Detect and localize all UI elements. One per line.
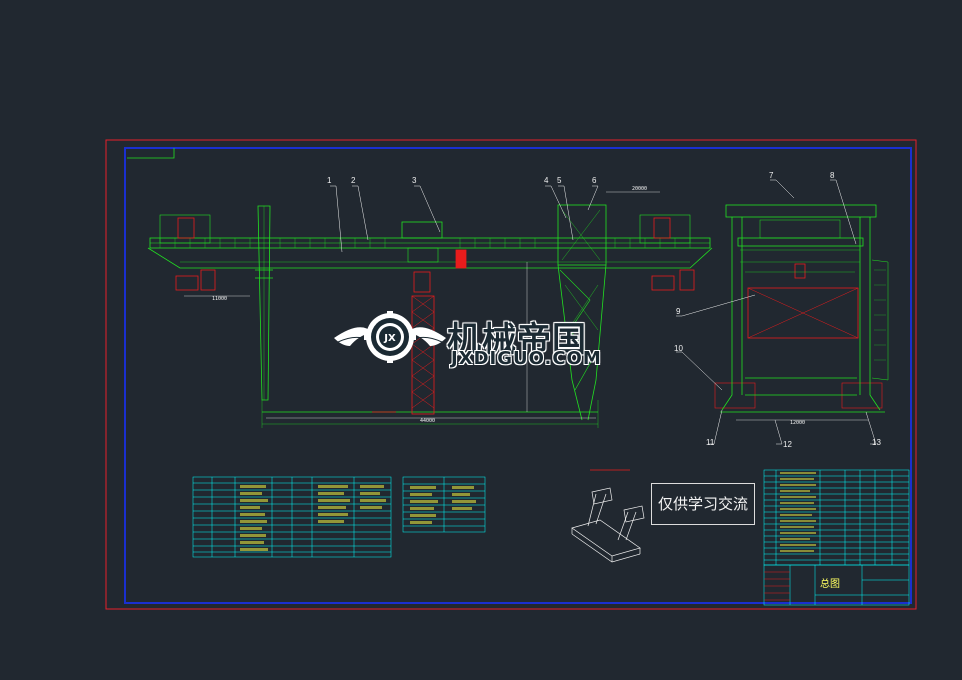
- watermark-logo-text: JX: [383, 333, 396, 344]
- study-only-note: 仅供学习交流: [651, 483, 755, 525]
- title-block-fill: [780, 472, 816, 552]
- callout-11: 11: [706, 438, 715, 447]
- outer-frame: [105, 139, 917, 610]
- dimension-side: 12000: [790, 420, 806, 426]
- callout-13: 13: [872, 438, 881, 447]
- small-table: [402, 476, 486, 533]
- callout-7: 7: [769, 171, 774, 180]
- callout-10: 10: [674, 344, 683, 353]
- side-elevation-view: [720, 204, 889, 421]
- watermark-url: JXDIGUO.COM: [451, 348, 602, 369]
- parameter-table-fill: [240, 485, 386, 551]
- callout-4: 4: [544, 176, 549, 185]
- callout-leaders: [330, 179, 877, 445]
- callout-12: 12: [783, 440, 792, 449]
- dimension-top-right: 20000: [632, 186, 648, 192]
- dimension-left-hoist: 11000: [212, 296, 228, 302]
- callout-3: 3: [412, 176, 417, 185]
- callout-6: 6: [592, 176, 597, 185]
- parameter-table: [192, 476, 392, 558]
- corner-tag: [127, 148, 175, 159]
- callout-8: 8: [830, 171, 835, 180]
- title-block-drawing-name: 总图: [820, 579, 840, 590]
- callout-9: 9: [676, 307, 681, 316]
- main-elevation-view: [147, 191, 713, 428]
- callout-2: 2: [351, 176, 356, 185]
- watermark-chinese: 机械帝国: [447, 320, 587, 360]
- isometric-detail: [571, 469, 645, 563]
- callout-1: 1: [327, 176, 332, 185]
- dimension-span: 44000: [420, 418, 436, 424]
- hoist-mechanisms: [175, 217, 883, 415]
- title-block: [763, 469, 910, 606]
- callout-5: 5: [557, 176, 562, 185]
- small-table-fill: [410, 486, 476, 524]
- inner-frame: [124, 147, 912, 604]
- watermark-logo-graphic: JX: [334, 311, 446, 363]
